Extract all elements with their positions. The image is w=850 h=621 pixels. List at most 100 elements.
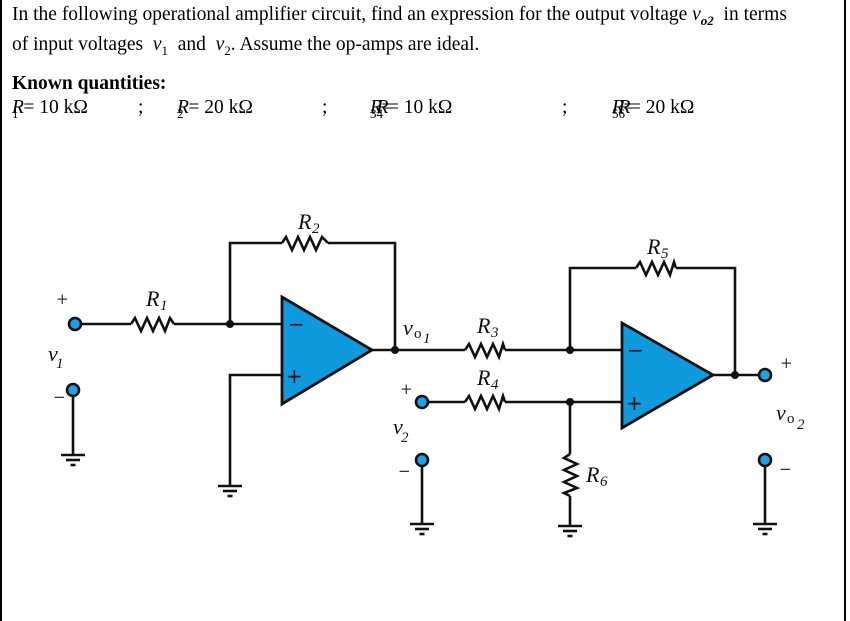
label-main: R bbox=[585, 462, 600, 487]
terminal-v2-minus[interactable] bbox=[414, 452, 430, 468]
label-r2: R 2 bbox=[297, 209, 320, 237]
problem-line-1: In the following operational amplifier c… bbox=[12, 3, 842, 33]
label-sub: 3 bbox=[490, 325, 499, 341]
subscript: 2 bbox=[177, 105, 184, 121]
label-main: v bbox=[403, 315, 413, 340]
label-main: R bbox=[297, 209, 312, 234]
var-v1: v1 bbox=[153, 34, 168, 58]
vo2-minus-sign: − bbox=[779, 460, 792, 478]
wire bbox=[228, 241, 282, 324]
terminal-v1-minus[interactable] bbox=[65, 382, 81, 398]
label-sub: o bbox=[787, 411, 795, 427]
label-sub: 2 bbox=[312, 221, 320, 237]
label-main: R bbox=[476, 365, 491, 390]
opamp-1 bbox=[280, 294, 375, 407]
junction-dot bbox=[731, 371, 739, 379]
label-sub: 5 bbox=[661, 246, 669, 262]
subscript: 6 bbox=[618, 105, 626, 121]
var-subscript: o2 bbox=[700, 12, 714, 28]
var-vo2: vo2 bbox=[692, 4, 714, 28]
resistor-r6 bbox=[560, 452, 581, 498]
resistor-r5 bbox=[634, 257, 678, 279]
label-r3: R 3 bbox=[476, 313, 499, 341]
resistor-r1 bbox=[129, 314, 176, 335]
vo2-plus-sign: + bbox=[780, 354, 793, 372]
junction-dot bbox=[566, 346, 574, 354]
subscript: 1 bbox=[12, 105, 19, 121]
label-r4: R 4 bbox=[476, 365, 499, 393]
label-r5: R 5 bbox=[646, 234, 669, 262]
stage2-wiring bbox=[420, 266, 767, 526]
label-sub: 1 bbox=[160, 298, 168, 314]
label-sub: 1 bbox=[56, 356, 64, 372]
problem-statement: In the following operational amplifier c… bbox=[12, 3, 842, 63]
ground-icon bbox=[410, 522, 434, 536]
ground-icon bbox=[558, 524, 582, 538]
separator: ; bbox=[322, 97, 328, 118]
junction-dot bbox=[391, 346, 399, 354]
value: = bbox=[618, 97, 640, 118]
known-quantities-title: Known quantities: bbox=[12, 73, 167, 94]
wire bbox=[328, 241, 397, 350]
var-symbol: v bbox=[692, 4, 701, 25]
junction-dot bbox=[226, 320, 234, 328]
stage1-wiring bbox=[71, 241, 465, 486]
wire bbox=[228, 373, 282, 486]
symbol: R bbox=[177, 97, 189, 118]
problem-text: of input voltages bbox=[12, 33, 153, 55]
var-subscript: 2 bbox=[224, 42, 231, 58]
label-sub: 2 bbox=[797, 417, 805, 433]
label-main: v bbox=[776, 400, 786, 425]
problem-text: in terms bbox=[713, 4, 787, 25]
terminal-v2-plus[interactable] bbox=[414, 394, 430, 410]
var-subscript: 1 bbox=[161, 42, 168, 58]
var-v2: v2 bbox=[215, 33, 231, 58]
label-sub: 1 bbox=[423, 331, 431, 347]
subscript: 5 bbox=[612, 105, 619, 121]
label-v1: v 1 bbox=[48, 341, 64, 372]
ground-icon bbox=[753, 522, 777, 536]
ground-icon bbox=[218, 484, 242, 498]
symbol: R bbox=[12, 97, 24, 118]
opamp1-plus-sign: + bbox=[286, 364, 303, 388]
label-sub: 2 bbox=[401, 430, 409, 446]
label-main: R bbox=[646, 234, 661, 259]
wire bbox=[568, 266, 636, 350]
label-sub: 6 bbox=[600, 474, 608, 490]
terminal-v1-plus[interactable] bbox=[67, 316, 83, 332]
separator: ; bbox=[138, 97, 144, 118]
resistor-r3 bbox=[463, 339, 507, 361]
value: = 20 kΩ bbox=[625, 97, 695, 118]
terminal-vo2-minus[interactable] bbox=[757, 452, 773, 468]
label-sub: 4 bbox=[491, 377, 499, 393]
opamp-2 bbox=[620, 320, 716, 431]
label-v2: v 2 bbox=[393, 414, 409, 446]
opamp2-minus-sign: − bbox=[627, 338, 644, 362]
separator: ; bbox=[562, 97, 568, 118]
ground-icon bbox=[61, 453, 85, 467]
terminal-vo2-plus[interactable] bbox=[757, 367, 773, 383]
v2-minus-sign: − bbox=[398, 462, 411, 480]
opamp2-plus-sign: + bbox=[626, 391, 643, 415]
resistor-r2 bbox=[280, 233, 329, 254]
label-vo1: v o 1 bbox=[403, 315, 431, 347]
problem-text: and bbox=[167, 33, 216, 55]
label-r6: R 6 bbox=[585, 462, 608, 490]
label-main: v bbox=[48, 341, 58, 366]
symbol: R bbox=[618, 97, 631, 118]
problem-line-2: of input voltages v1 and v2. Assume the … bbox=[12, 33, 842, 63]
symbol: R bbox=[370, 97, 382, 118]
symbol: R bbox=[376, 97, 389, 118]
v1-plus-sign: + bbox=[56, 290, 69, 308]
var-symbol: v bbox=[215, 33, 225, 55]
label-vo2: v o 2 bbox=[776, 400, 805, 433]
symbol: R bbox=[612, 97, 624, 118]
label-r1: R 1 bbox=[145, 286, 168, 314]
